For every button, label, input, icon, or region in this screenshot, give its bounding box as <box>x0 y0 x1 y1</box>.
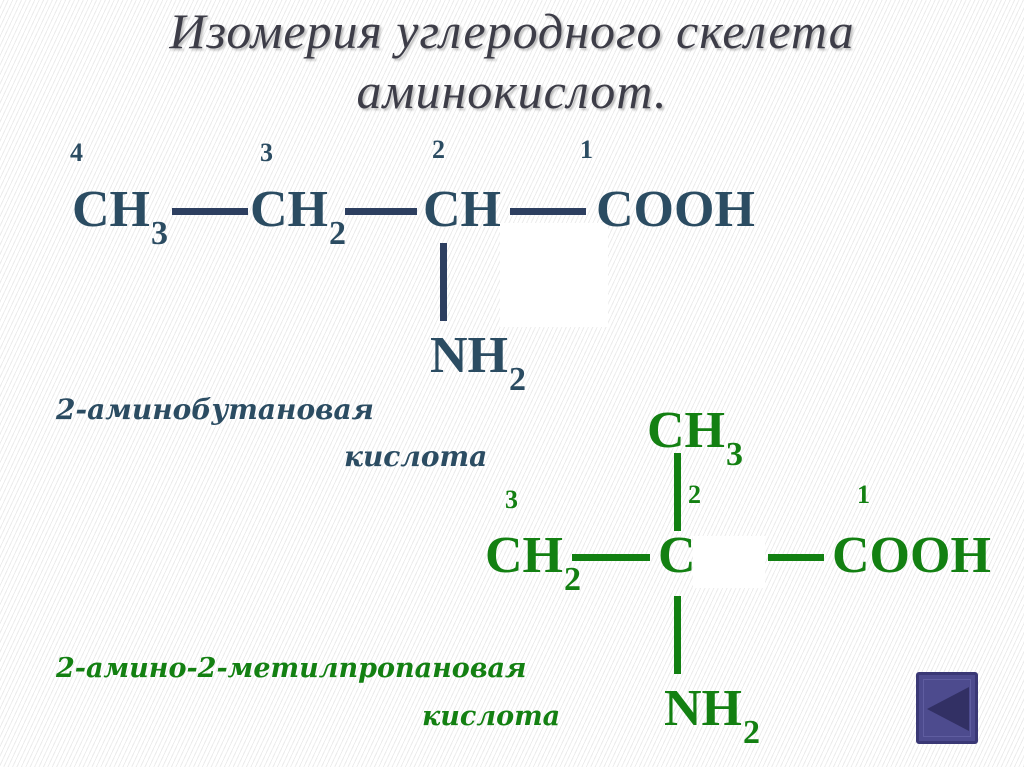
bond-c2-c1 <box>510 208 586 215</box>
molecule1-name-line1: 2-аминобутановая <box>56 393 374 426</box>
triangle-left-icon <box>927 687 969 731</box>
bond-c4-c3 <box>172 208 248 215</box>
carbon-number-3: 3 <box>505 485 518 514</box>
bond-c2-n <box>440 243 447 321</box>
atom-ch: CH <box>423 181 501 238</box>
atom-ch2: CH2 <box>485 527 581 598</box>
carbon-number-2: 2 <box>432 135 445 164</box>
white-box-2 <box>693 536 765 588</box>
atom-cooh: COOH <box>832 527 991 584</box>
bond-c3-c2 <box>345 208 417 215</box>
slide-title-line1: Изомерия углеродного скелета <box>169 3 855 59</box>
atom-ch2: CH2 <box>250 181 346 252</box>
molecule1-name-line2: кислота <box>344 440 488 473</box>
molecule2-name-line1: 2-амино-2-метилпропановая <box>56 653 527 684</box>
molecule2-name-line2: кислота <box>422 701 561 732</box>
white-box-1 <box>500 223 608 327</box>
atom-nh2: NH2 <box>664 680 760 751</box>
bond-c2-ch3 <box>674 453 681 531</box>
bond-c3-c2 <box>572 554 650 561</box>
slide-title-line2: аминокислот. <box>356 63 668 119</box>
carbon-number-1: 1 <box>857 480 870 509</box>
atom-c: C <box>658 527 696 584</box>
carbon-number-3: 3 <box>260 138 273 167</box>
bond-c2-n <box>674 596 681 674</box>
atom-ch3: CH3 <box>72 181 168 252</box>
button-bevel <box>923 679 971 737</box>
atom-nh2: NH2 <box>430 327 526 398</box>
carbon-number-1: 1 <box>580 135 593 164</box>
atom-cooh: COOH <box>596 181 755 238</box>
previous-slide-button[interactable] <box>916 672 978 744</box>
bond-c2-c1 <box>768 554 824 561</box>
carbon-number-4: 4 <box>70 138 83 167</box>
atom-top-ch3: CH3 <box>647 402 743 473</box>
carbon-number-2: 2 <box>688 480 701 509</box>
